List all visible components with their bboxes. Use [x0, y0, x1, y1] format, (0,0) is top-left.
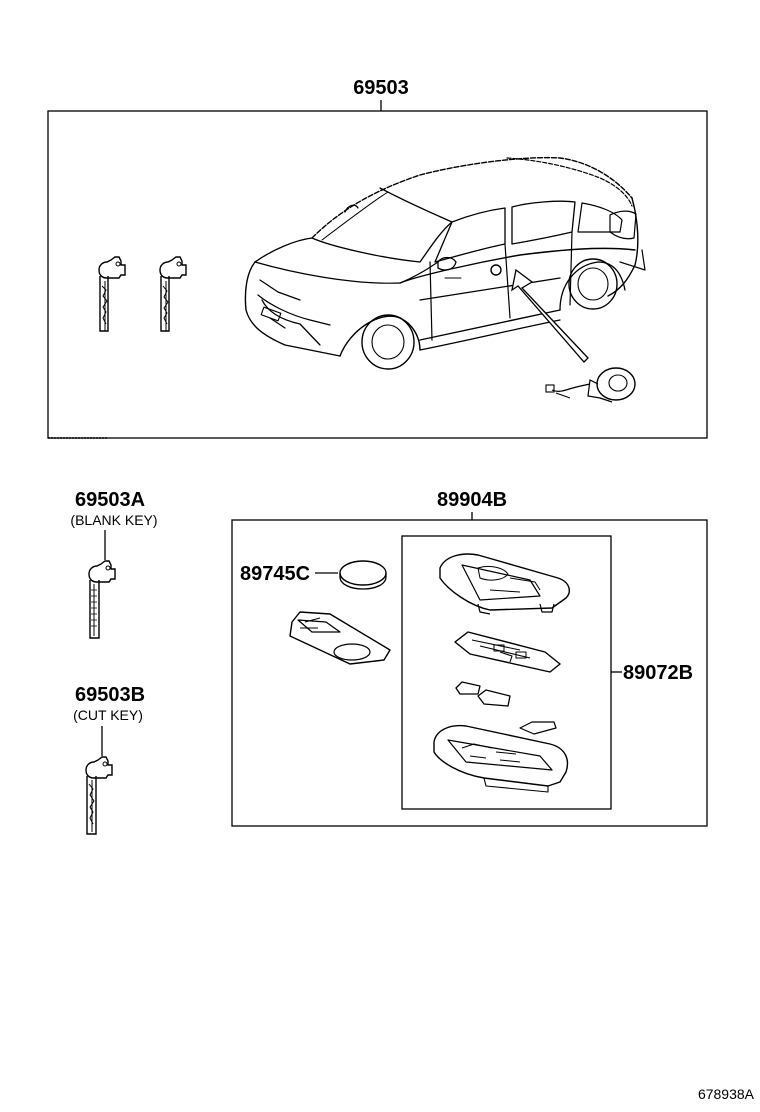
door-lock-cylinder-illustration [545, 367, 636, 403]
key-illustration-2 [159, 256, 187, 332]
label-69503B[interactable]: 69503B [75, 684, 145, 706]
key-fob-bottom-case-illustration [433, 724, 569, 793]
label-69503[interactable]: 69503 [353, 77, 409, 99]
label-cut-key-note: (CUT KEY) [73, 707, 143, 723]
key-fob-circuit-board-illustration [454, 631, 561, 673]
cut-key-illustration [85, 756, 113, 835]
battery-illustration [339, 560, 387, 590]
key-fob-top-cover-illustration [439, 553, 570, 615]
car-illustration [244, 156, 646, 370]
label-89904B[interactable]: 89904B [437, 489, 507, 511]
label-89745C[interactable]: 89745C [240, 563, 310, 585]
lock-pointer-arrow [511, 268, 589, 363]
key-fob-small-parts-illustration [455, 681, 557, 735]
label-69503A[interactable]: 69503A [75, 489, 145, 511]
key-illustration-1 [98, 256, 126, 332]
label-89072B[interactable]: 89072B [623, 662, 693, 684]
transmitter-assy-box [231, 519, 708, 827]
label-blank-key-note: (BLANK KEY) [70, 512, 157, 528]
transmitter-housing-box [401, 535, 612, 810]
battery-holder-illustration [289, 611, 391, 665]
diagram-id: 678938A [698, 1086, 755, 1102]
main-set-box [47, 110, 708, 439]
blank-key-illustration [88, 560, 116, 639]
